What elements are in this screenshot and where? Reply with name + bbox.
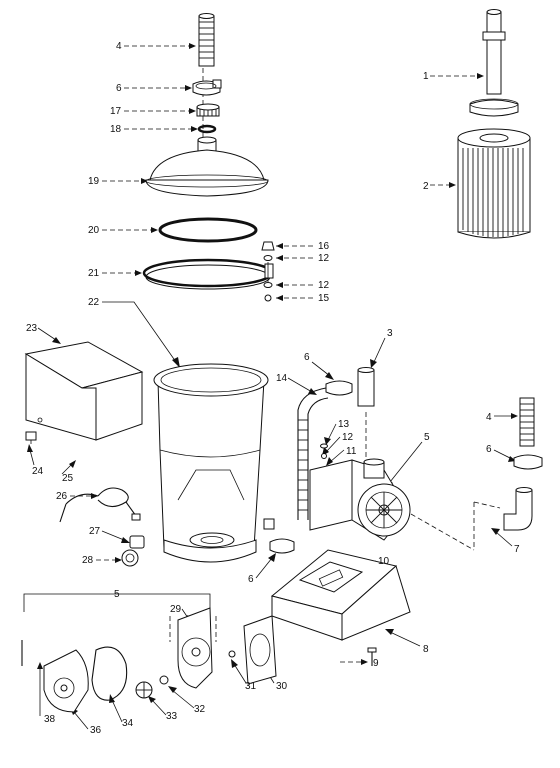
part-label: 10 [378, 556, 390, 567]
clamp-ring-drawing [142, 258, 274, 290]
vent-cap-drawing [357, 367, 375, 407]
part-label: 9 [373, 658, 379, 669]
hose-clamp-drawing [192, 79, 222, 96]
filter-tank-drawing [153, 363, 275, 563]
part-label: 6 [248, 574, 254, 585]
clamp-hardware-drawing [261, 241, 275, 302]
part-label: 2 [423, 181, 429, 192]
elbow-fitting-drawing [503, 487, 533, 531]
impeller-drawing [135, 675, 169, 699]
part-label: 23 [26, 323, 38, 334]
motor-bracket-hardware-drawing [320, 443, 328, 459]
part-label: 8 [423, 644, 429, 655]
part-label: 32 [194, 704, 206, 715]
part-label: 30 [276, 681, 288, 692]
part-label: 1 [423, 71, 429, 82]
part-label: 27 [89, 526, 101, 537]
pump-housing-drawing [169, 607, 217, 689]
part-label: 18 [110, 124, 122, 135]
drain-cap-drawing [121, 549, 139, 567]
hose-clamp-right-drawing [513, 454, 543, 470]
part-label: 22 [88, 297, 100, 308]
tank-o-ring-drawing [158, 217, 258, 243]
part-label: 12 [318, 280, 330, 291]
part-number-labels: 1 2 3 4 4 5 5 6 6 6 6 7 8 9 10 11 12 12 … [26, 41, 520, 736]
part-label: 15 [318, 293, 330, 304]
part-label: 28 [82, 555, 94, 566]
part-label: 16 [318, 241, 330, 252]
filter-cartridge-drawing [457, 128, 531, 239]
part-label: 5 [114, 589, 120, 600]
part-label: 34 [122, 718, 134, 729]
part-label: 33 [166, 711, 178, 722]
part-label: 12 [318, 253, 330, 264]
part-label: 14 [276, 373, 288, 384]
part-label: 13 [338, 419, 350, 430]
part-label: 4 [486, 412, 492, 423]
drain-plug-drawing [129, 535, 145, 549]
part-label: 6 [304, 352, 310, 363]
motor-cover-drawing [24, 341, 144, 441]
part-label: 5 [424, 432, 430, 443]
part-label: 3 [387, 328, 393, 339]
hose-adapter-right-drawing [519, 397, 535, 447]
part-label: 7 [514, 544, 520, 555]
part-label: 12 [342, 432, 354, 443]
part-label: 20 [88, 225, 100, 236]
part-label: 31 [245, 681, 257, 692]
part-label: 29 [170, 604, 182, 615]
base-screw-drawing [367, 647, 377, 666]
volute-gasket-drawing [91, 646, 128, 701]
part-label: 17 [110, 106, 122, 117]
hose-adapter-drawing [198, 13, 215, 67]
cover-screw-drawing [25, 431, 37, 444]
locking-nut-drawing [196, 103, 220, 117]
center-tube-drawing [469, 9, 519, 117]
part-label: 4 [116, 41, 122, 52]
part-label: 6 [116, 83, 122, 94]
part-label: 25 [62, 473, 74, 484]
pump-motor-assembly-drawing [309, 458, 411, 541]
part-label: 6 [486, 444, 492, 455]
part-label: 26 [56, 491, 68, 502]
hose-clamp-lower-drawing [269, 538, 295, 554]
base-drawing [270, 549, 411, 641]
part-label: 21 [88, 268, 100, 279]
volute-drawing [43, 649, 89, 713]
part-label: 11 [346, 446, 357, 457]
part-label: 36 [90, 725, 102, 736]
flexible-hose-drawing [297, 380, 353, 520]
part-label: 19 [88, 176, 100, 187]
part-label: 38 [44, 714, 56, 725]
tank-lid-drawing [145, 136, 269, 197]
o-ring-small-drawing [197, 124, 217, 134]
part-label: 24 [32, 466, 44, 477]
bolt-drawing [228, 650, 236, 658]
pump-gasket-drawing [243, 615, 277, 685]
power-cord-drawing [59, 487, 141, 523]
